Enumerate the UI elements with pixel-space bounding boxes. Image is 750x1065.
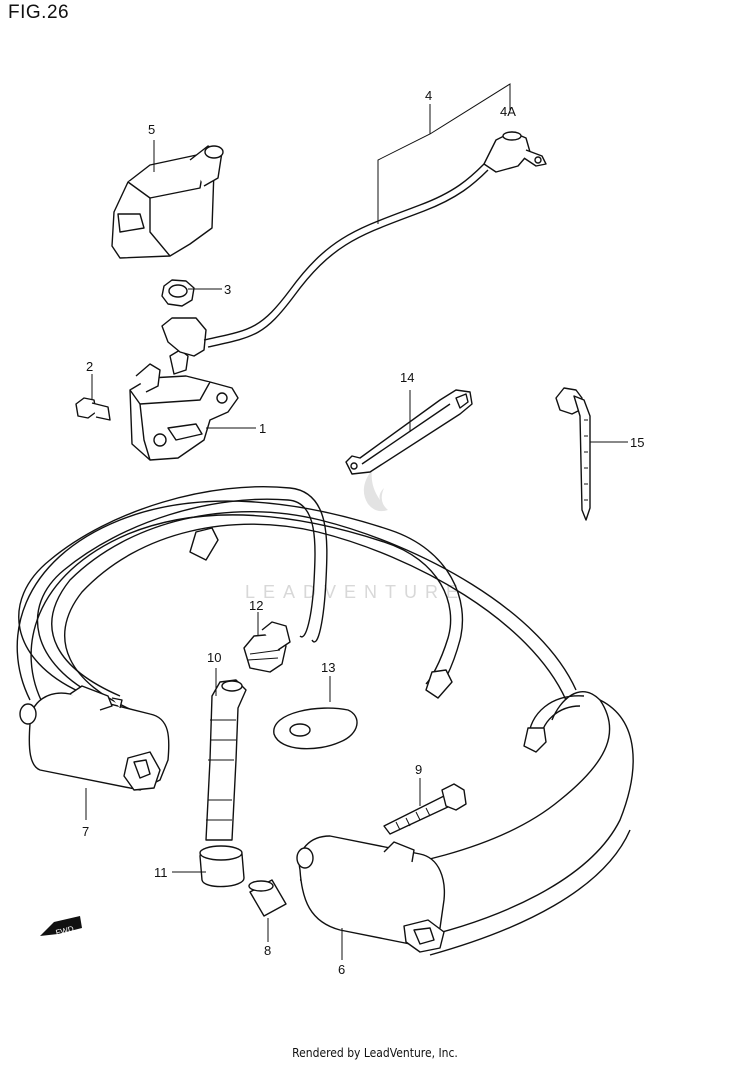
- footer-credit: Rendered by LeadVenture, Inc.: [292, 1046, 458, 1060]
- part-8-collar[interactable]: [248, 879, 287, 917]
- callout-9: 9: [415, 762, 422, 777]
- figure-title: FIG.26: [8, 2, 70, 23]
- watermark-text: LEADVENTURE: [245, 582, 466, 602]
- fwd-badge-text: FWD: [55, 924, 75, 937]
- callout-6: 6: [338, 962, 345, 977]
- part-14-strap[interactable]: [345, 389, 473, 475]
- part-5-relay-cover[interactable]: [111, 145, 224, 259]
- part-7-ignition-coil[interactable]: [19, 685, 170, 791]
- leader-lines: [85, 83, 628, 960]
- watermark: LEADVENTURE: [245, 470, 466, 602]
- part-1-starter-relay[interactable]: [129, 317, 239, 461]
- callout-8: 8: [264, 943, 271, 958]
- part-2-bolt[interactable]: [75, 397, 111, 421]
- callout-12: 12: [249, 598, 263, 613]
- part-13-grommet[interactable]: [273, 707, 358, 750]
- callout-7: 7: [82, 824, 89, 839]
- callout-labels: 5 3 2 1 4 4A 14 15 12 10 13 9 7 11 8 6: [82, 88, 644, 977]
- callout-4A: 4A: [500, 104, 516, 119]
- part-15-cable-tie[interactable]: [555, 387, 591, 521]
- callout-4: 4: [425, 88, 432, 103]
- callout-2: 2: [86, 359, 93, 374]
- ignition-coil-wires: [16, 486, 634, 956]
- callout-14: 14: [400, 370, 414, 385]
- callout-13: 13: [321, 660, 335, 675]
- part-6-ignition-coil[interactable]: [296, 835, 446, 953]
- fwd-arrow-icon: FWD: [40, 916, 82, 937]
- part-10-plug-cap[interactable]: [205, 679, 247, 841]
- callout-1: 1: [259, 421, 266, 436]
- callout-15: 15: [630, 435, 644, 450]
- callout-10: 10: [207, 650, 221, 665]
- part-4-starter-wire[interactable]: [203, 131, 547, 348]
- part-3-nut[interactable]: [161, 279, 195, 307]
- part-12-suppressor[interactable]: [243, 621, 291, 673]
- callout-3: 3: [224, 282, 231, 297]
- callout-11: 11: [154, 865, 168, 880]
- part-9-bolt[interactable]: [383, 783, 467, 835]
- callout-5: 5: [148, 122, 155, 137]
- part-11-boot[interactable]: [199, 845, 245, 888]
